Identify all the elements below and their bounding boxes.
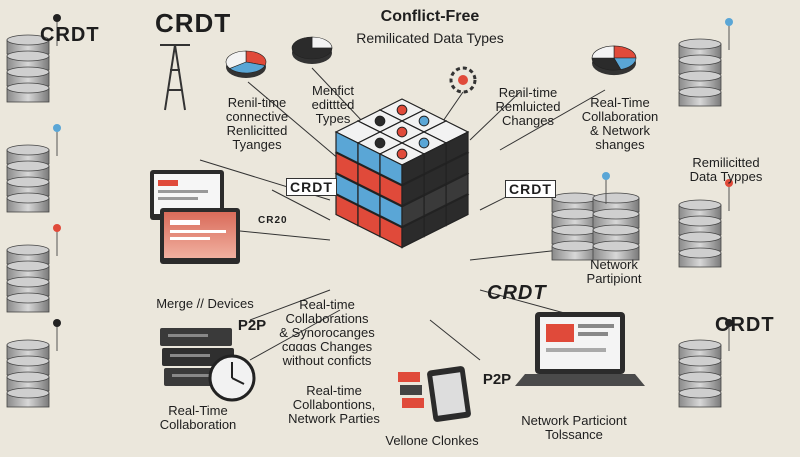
pin-icon: [53, 319, 61, 351]
pie-chart-icon: [225, 50, 267, 78]
label-rt-collab-center: Real-time Collaborations & Synorocanges …: [279, 297, 375, 369]
diagram-title: Conflict-Free: [380, 8, 480, 25]
monitor-icon: [160, 208, 240, 264]
connector-lines: [199, 67, 606, 361]
network-tower-icon: [160, 44, 190, 111]
crdt-small-label: CR20: [258, 215, 288, 226]
database-stack-icon: [678, 18, 733, 107]
pin-icon: [53, 124, 61, 156]
label-rt-collab-bottom-left: Real-Time Collaboration: [159, 403, 237, 433]
gear-icon: [449, 66, 477, 94]
tablet-icon: [427, 366, 471, 422]
database-stack-icon: [6, 14, 61, 103]
label-renil-time-changes: Renil-time Remluicted Changes: [495, 85, 561, 129]
connector-line: [229, 229, 331, 241]
crdt-label-top-left: CRDT: [40, 24, 100, 46]
label-network-participant: Network Partipiont: [586, 257, 642, 287]
label-merge-devices: Merge // Devices: [156, 296, 254, 311]
laptop-icon: [515, 312, 645, 386]
label-realtime-connective: Renil-time connective Renlicitted Tyange…: [225, 95, 289, 153]
pin-icon: [53, 14, 61, 46]
pie-chart-icon: [591, 45, 637, 76]
diagram-subtitle: Remilicated Data Types: [356, 30, 504, 46]
database-stacks: [6, 14, 733, 408]
database-stack-icon: [6, 319, 61, 408]
pin-icon: [725, 179, 733, 211]
cube-block: [378, 142, 426, 186]
pin-icon: [725, 319, 733, 351]
pie-icons: [225, 36, 637, 78]
label-rt-collab-bottom-mid: Real-time Collabontions, Network Parties: [288, 383, 380, 427]
label-network-tolerance: Network Particiont Tolssance: [521, 413, 627, 443]
database-stack-icon: [6, 124, 61, 213]
connector-line: [429, 319, 481, 361]
connector-line: [249, 309, 341, 361]
label-rt-collab-network: Real-Time Collaboration & Network shange…: [581, 95, 659, 153]
database-stack-icon: [6, 224, 61, 313]
label-remilicitted: Remilicitted Data Typpes: [689, 155, 763, 185]
connector-line: [499, 89, 606, 151]
label-vellone-clonkes: Vellone Clonkes: [385, 433, 479, 448]
pin-icon: [725, 18, 733, 50]
database-stack-icon: [678, 179, 733, 268]
cube-cluster: [334, 98, 470, 249]
crdt-arrow-label-left: CRDT: [286, 178, 337, 196]
label-p2p-right: P2P: [482, 371, 512, 388]
connector-line: [271, 189, 331, 221]
clock-icon: [208, 354, 256, 402]
small-server-icons: [398, 372, 424, 408]
database-stack-icon: [551, 172, 640, 261]
connector-line: [249, 289, 331, 321]
pin-icon: [602, 172, 610, 204]
connector-line: [469, 249, 561, 261]
crdt-arrow-label-right: CRDT: [505, 180, 556, 198]
crdt-heading: CRDT: [155, 8, 232, 38]
database-stack-icon: [678, 319, 733, 408]
pie-chart-icon: [291, 36, 333, 64]
label-menfict: Menfict edittted Types: [311, 83, 355, 127]
crdt-center-label: CRDT: [487, 282, 547, 304]
pin-icon: [53, 224, 61, 256]
connector-line: [247, 81, 341, 161]
crdt-label-bottom-right: CRDT: [715, 314, 775, 336]
connector-line: [469, 91, 521, 141]
label-p2p-left: P2P: [237, 317, 267, 334]
